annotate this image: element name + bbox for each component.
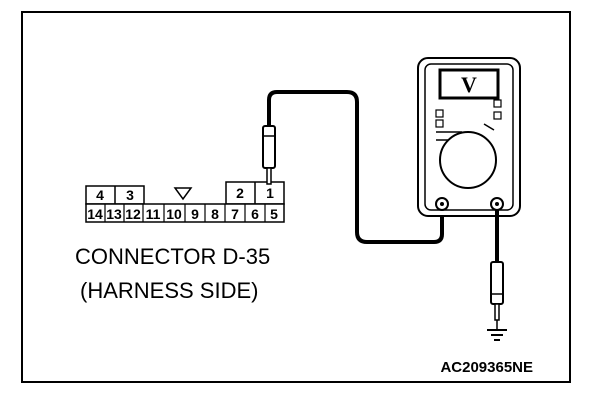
connector-key-triangle-icon	[173, 187, 193, 201]
pin-label-14: 14	[87, 206, 103, 222]
meter-dial-icon	[439, 131, 497, 189]
multimeter-icon: V	[417, 57, 521, 217]
figure-code: AC209365NE	[440, 359, 533, 376]
ground-icon	[487, 320, 507, 341]
connector-d35: 4 3 2 1 14 13 12 11 10 9 8 7 6 5	[85, 181, 285, 223]
pin-label-11: 11	[146, 206, 161, 222]
pin-label-10: 10	[166, 206, 182, 222]
pin-label-3: 3	[126, 187, 134, 203]
positive-probe	[262, 125, 276, 185]
diagram-frame	[21, 11, 571, 383]
connector-side-label: (HARNESS SIDE)	[80, 278, 258, 303]
pin-label-9: 9	[191, 206, 199, 222]
pin-label-12: 12	[125, 206, 141, 222]
negative-probe	[490, 261, 504, 321]
pin-label-2: 2	[236, 185, 244, 201]
positive-lead-wire	[267, 90, 444, 244]
connector-name-label: CONNECTOR D-35	[75, 244, 270, 269]
pin-label-6: 6	[251, 206, 259, 222]
pin-label-13: 13	[106, 206, 122, 222]
pin-label-4: 4	[96, 187, 104, 203]
pin-label-8: 8	[211, 206, 219, 222]
meter-display	[438, 68, 500, 100]
pin-label-5: 5	[270, 206, 278, 222]
pin-label-1: 1	[266, 185, 274, 201]
meter-display-value: V	[461, 72, 477, 97]
pin-label-7: 7	[231, 206, 239, 222]
